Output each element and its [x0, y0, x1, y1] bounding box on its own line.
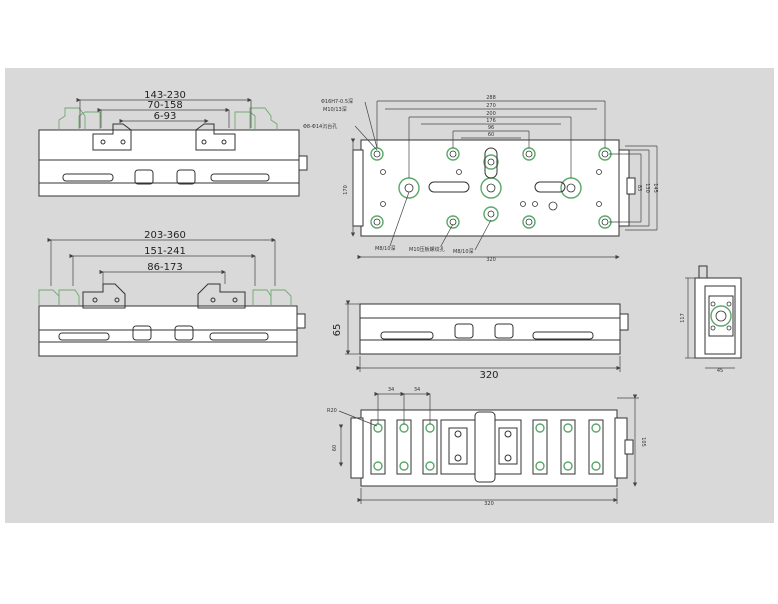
vise-front-view-2: 203-360 151-241 86-173	[38, 230, 306, 357]
view1-dim-mid: 70-158	[147, 100, 182, 111]
bottom-width: 320	[484, 501, 494, 507]
plan-dim-96: 96	[488, 125, 494, 131]
plan-dim-176: 176	[486, 118, 496, 124]
plan-width: 320	[486, 257, 496, 263]
bottom-left-dim: 60	[332, 445, 338, 451]
vise-plan-view: 288 270 200 176 96 60 Φ16H7-0.5深 M10/13深…	[303, 95, 658, 263]
plan-dim-270: 270	[486, 103, 496, 109]
plan-dim-60: 60	[488, 132, 494, 138]
plan-callout-3: Φ8-Φ14沉台孔	[303, 123, 337, 130]
vise-bottom-view: 34 34 R20 60 105 320	[327, 387, 646, 507]
view2-dim-outer: 203-360	[144, 230, 186, 241]
view1-dim-inner: 6-93	[154, 111, 177, 122]
vise-front-view-1: 143-230 70-158 6-93	[38, 90, 308, 197]
vise-side-view: 65 320	[332, 300, 629, 381]
view1-dim-outer: 143-230	[144, 90, 186, 101]
plan-dim-288: 288	[486, 95, 496, 101]
end-height: 117	[680, 313, 686, 323]
bottom-height: 105	[640, 437, 646, 447]
plan-holes	[370, 147, 612, 229]
bottom-dim-34b: 34	[414, 387, 420, 393]
plan-side-dim-3: 145	[652, 183, 658, 193]
end-width: 45	[717, 368, 723, 374]
technical-drawing: 143-230 70-158 6-93 203	[38, 90, 742, 507]
view2-dim-inner: 86-173	[147, 262, 182, 273]
bottom-dim-34a: 34	[388, 387, 394, 393]
view2-dim-mid: 151-241	[144, 246, 186, 257]
side-height: 65	[332, 324, 343, 337]
plan-callout-4: M8/10深	[375, 245, 396, 252]
drawing-sheet: 143-230 70-158 6-93 203	[5, 68, 774, 523]
vise-end-view: 117 45	[680, 265, 742, 374]
plan-callout-1: Φ16H7-0.5深	[321, 98, 353, 105]
plan-side-dim-1: 83	[636, 185, 642, 191]
plan-callout-2: M10/13深	[323, 106, 347, 113]
plan-dim-200: 200	[486, 111, 496, 117]
plan-dims	[376, 100, 606, 178]
plan-callout-5: M10压板螺纹孔	[409, 246, 445, 253]
plan-height: 170	[343, 185, 349, 195]
side-width: 320	[479, 370, 498, 381]
bottom-callout-r20: R20	[327, 408, 337, 414]
plan-side-dim-2: 130	[644, 183, 650, 193]
bottom-holes	[373, 423, 601, 471]
plan-callout-6: M8/10深	[453, 248, 474, 255]
